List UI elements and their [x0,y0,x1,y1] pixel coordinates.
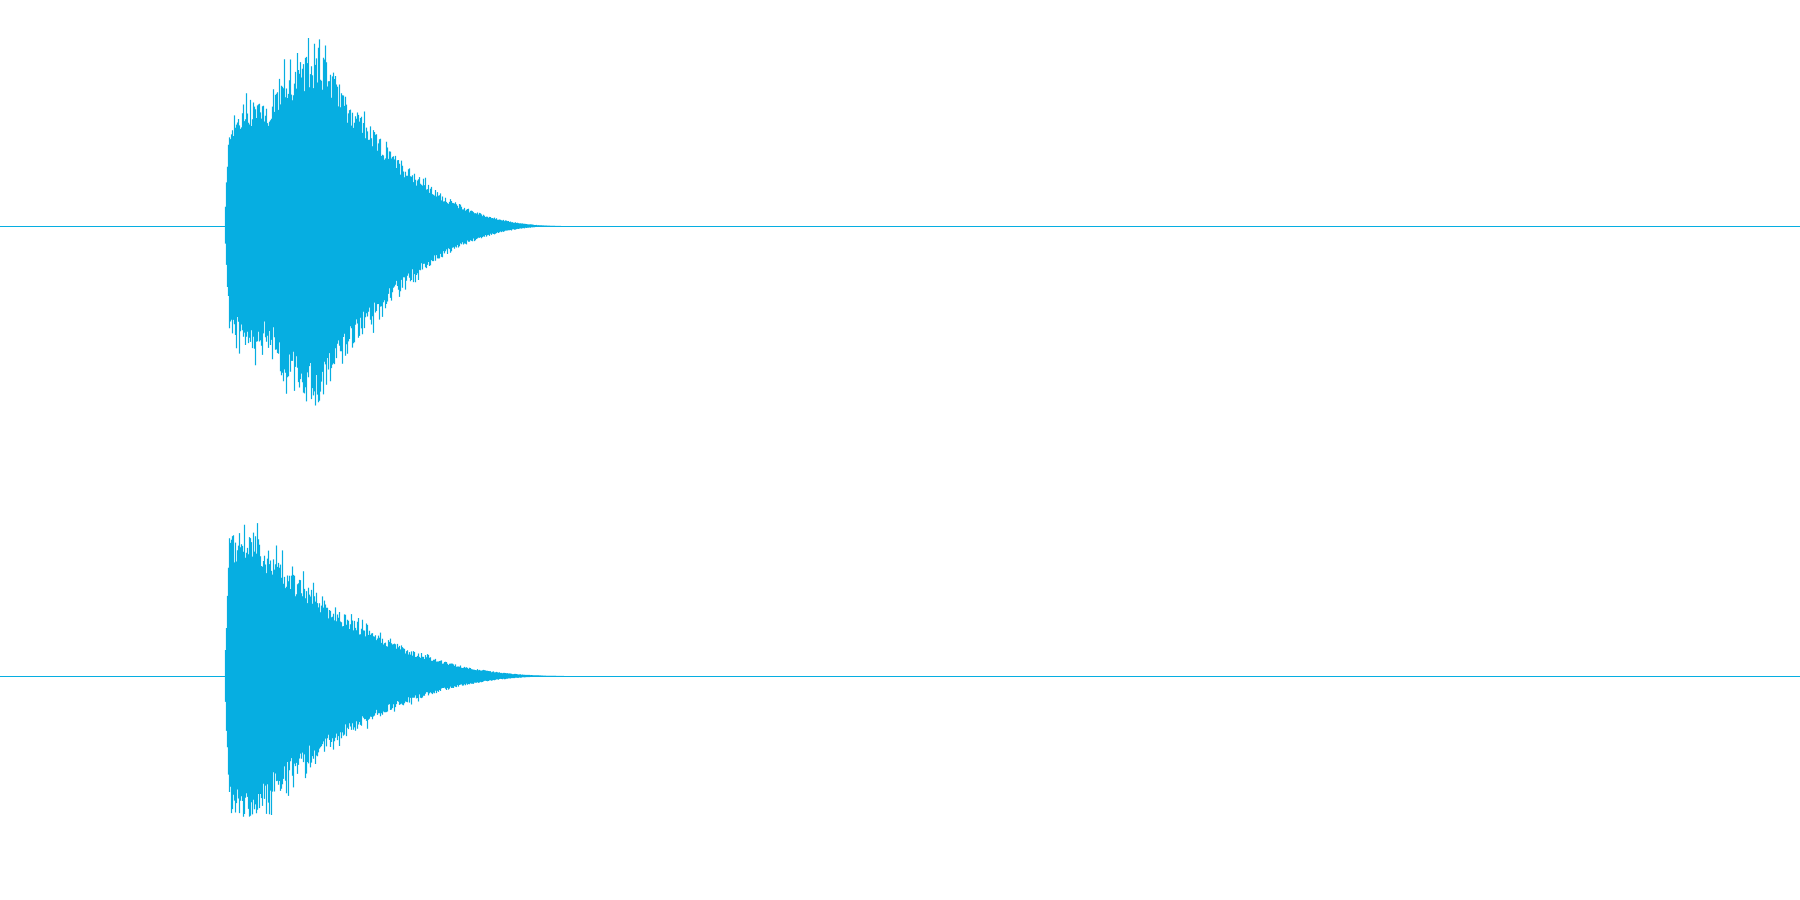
channel-left-waveform[interactable] [0,38,1800,406]
channel-right-wave [224,523,565,817]
channel-left-wave [224,38,563,406]
channel-right-waveform[interactable] [0,523,1800,817]
